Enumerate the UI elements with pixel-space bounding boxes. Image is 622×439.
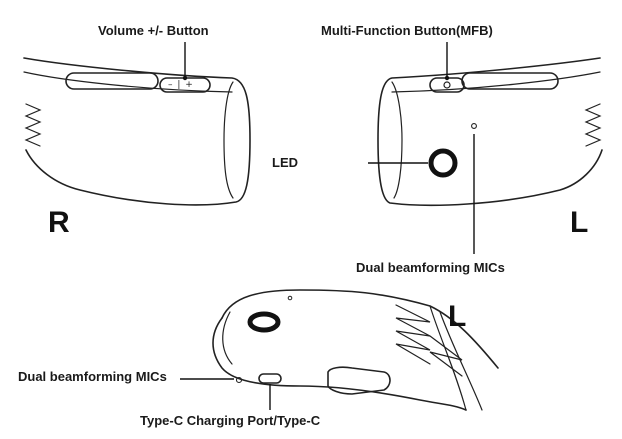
mic-hole-top <box>471 123 477 129</box>
bottom-module-front-ridge <box>222 311 233 365</box>
bottom-module <box>180 289 499 411</box>
volume-button-glyphs: – | + <box>168 80 194 90</box>
bottom-module-front-face <box>212 317 467 411</box>
mics-bottom-label: Dual beamforming MICs <box>18 369 167 384</box>
mfb-label: Multi-Function Button(MFB) <box>321 23 493 38</box>
right-module-body <box>23 57 251 206</box>
volume-button-label: Volume +/- Button <box>98 23 209 38</box>
typec-label: Type-C Charging Port/Type-C <box>140 413 321 428</box>
left-side-marker: L <box>570 206 589 239</box>
right-module <box>23 42 251 206</box>
bottom-module-vent-2 <box>429 335 463 377</box>
bottom-module-button-recess <box>327 366 391 395</box>
right-module-strap <box>23 71 233 93</box>
mics-top-label: Dual beamforming MICs <box>356 260 505 275</box>
right-module-volume-slot <box>65 72 159 90</box>
left-module <box>368 42 603 254</box>
bottom-top-mic-hole <box>287 295 293 301</box>
right-module-vent <box>24 103 42 147</box>
left-module-vent <box>584 103 602 147</box>
volume-leader-dot <box>182 75 188 81</box>
led-ring-icon <box>428 148 458 178</box>
bottom-module-top-surface <box>221 289 499 369</box>
bottom-module-side-strap-inner <box>439 311 483 411</box>
right-module-inner-edge <box>223 81 234 199</box>
bottom-led-ring <box>247 311 281 333</box>
bottom-module-vent-1 <box>395 304 431 365</box>
power-icon <box>443 81 451 89</box>
type-c-port[interactable] <box>258 373 282 384</box>
bottom-side-marker: L <box>448 300 467 333</box>
bottom-module-side-strap <box>429 305 467 411</box>
led-label: LED <box>272 155 298 170</box>
right-side-marker: R <box>48 206 70 239</box>
left-module-strap <box>391 71 601 93</box>
bottom-mic-hole <box>235 376 243 384</box>
left-module-body <box>377 57 603 207</box>
left-module-inner-edge <box>391 81 403 199</box>
mfb-leader-dot <box>444 75 450 81</box>
